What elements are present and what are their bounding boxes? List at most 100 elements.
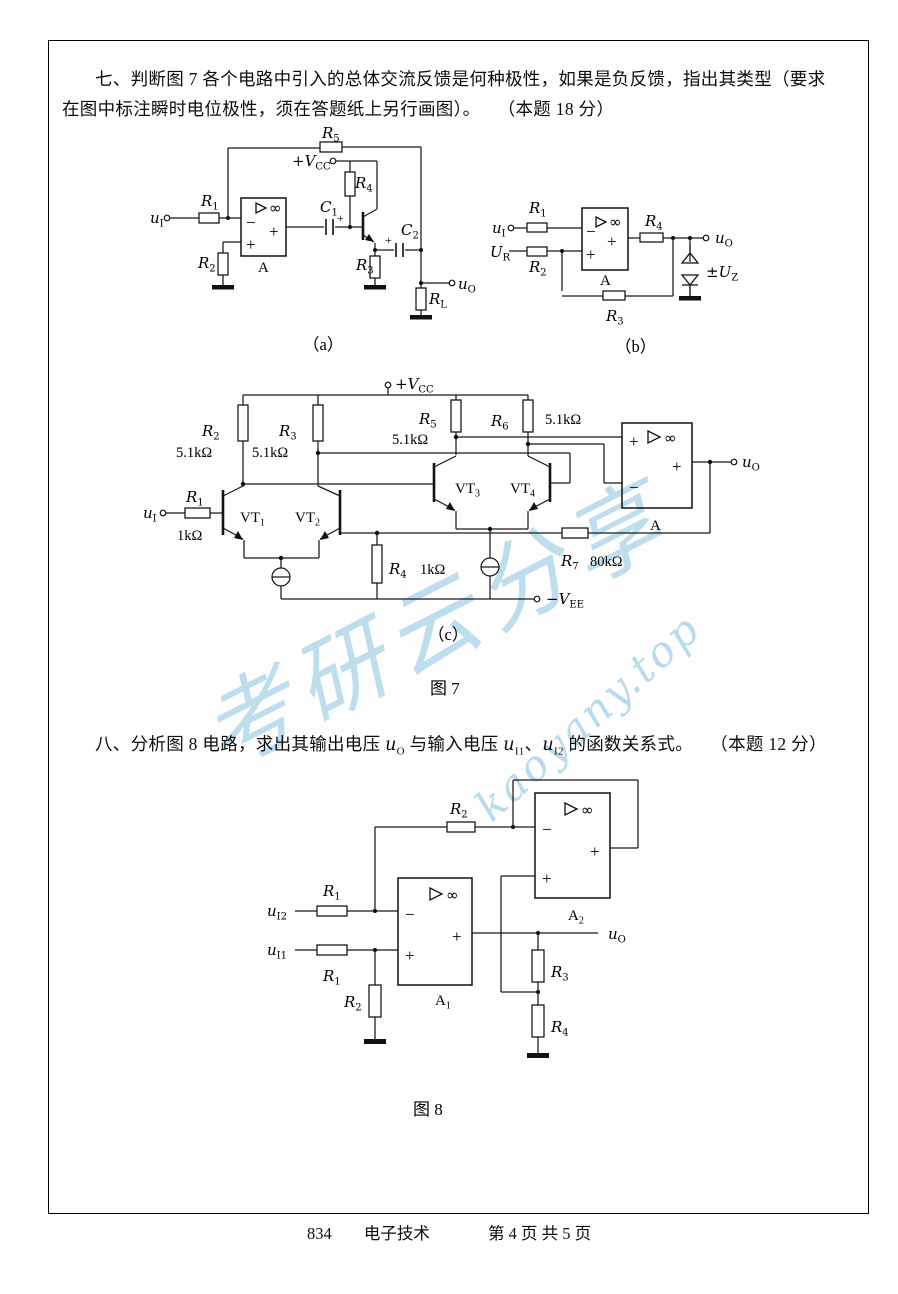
label-r4: R4: [388, 560, 407, 581]
label-r2: R2: [201, 422, 220, 443]
label-vcc: +VCC: [292, 152, 331, 173]
resistor-r7: [561, 527, 589, 539]
resistor-r4: [371, 544, 383, 584]
input-terminal: [163, 214, 171, 222]
opamp-a1-box: [397, 877, 473, 986]
figure8-caption: 图 8: [413, 1100, 443, 1119]
opamp-output-plus: +: [672, 457, 682, 476]
opamp-triangle-icon: [595, 215, 608, 229]
question7-line2: 在图中标注瞬时电位极性，须在答题纸上另行画图）。 （本题 18 分）: [62, 96, 614, 121]
page-footer: 834 电子技术 第 4 页 共 5 页: [0, 1220, 898, 1244]
opamp-minus-input: −: [629, 478, 639, 497]
label-ui2: uI2: [267, 902, 287, 923]
resistor-r5: [319, 141, 343, 153]
npn-arrow-icon: [365, 234, 374, 242]
value-r3: 5.1kΩ: [252, 445, 288, 461]
label-r6: R6: [490, 412, 509, 433]
opamp-triangle-icon: [255, 201, 268, 215]
value-r2: 5.1kΩ: [176, 445, 212, 461]
resistor-r5: [450, 399, 462, 433]
figure8-circuit: ∞ − + + ∞ − + + uI2 uI1 R1 R1 R2 R2 R3 R…: [267, 779, 639, 1119]
page-border: [48, 40, 869, 1214]
label-c2: C2: [401, 221, 419, 242]
label-vt1: VT1: [240, 510, 265, 529]
opamp-triangle-icon: [647, 429, 662, 445]
npn-arrow-icon: [529, 502, 538, 511]
label-r7: R7: [560, 552, 579, 573]
npn-arrow-icon: [234, 531, 243, 540]
a1-minus-input: −: [405, 905, 415, 924]
a2-plus-input: +: [542, 869, 552, 888]
footer-subject: 电子技术: [363, 1224, 430, 1243]
subcaption-b: （b）: [615, 337, 656, 356]
vcc-terminal: [329, 157, 337, 165]
opamp-plus-input: +: [629, 432, 639, 451]
current-source-icon: [271, 567, 291, 587]
resistor-r3: [602, 290, 626, 301]
output-terminal: [448, 279, 456, 287]
label-r2: R2: [528, 258, 547, 279]
zener-diode-icon: [680, 245, 700, 296]
figure7-caption: 图 7: [430, 679, 460, 698]
label-ui: uI: [150, 209, 164, 230]
opamp-triangle-icon: [429, 886, 444, 902]
label-ur: UR: [490, 243, 511, 264]
label-uo: uO: [742, 453, 760, 474]
opamp-a-box: [240, 197, 287, 257]
resistor-r4: [344, 171, 356, 197]
ground-icon: [212, 285, 234, 290]
resistor-r4: [639, 232, 664, 243]
label-r3: R3: [550, 963, 569, 984]
label-uo: uO: [458, 275, 476, 296]
a1-plus-input: +: [405, 946, 415, 965]
ground-icon: [410, 315, 432, 320]
label-uo: uO: [715, 229, 733, 250]
c2-polarity: +: [385, 233, 392, 247]
label-r2-ground: R2: [343, 993, 362, 1014]
subcaption-c: （c）: [428, 625, 468, 644]
figure7c-circuit: + ∞ − + +VCC −VEE uI R1 1kΩ R2 5.1kΩ R3 …: [143, 375, 760, 644]
resistor-r6: [522, 399, 534, 433]
value-r7: 80kΩ: [590, 554, 623, 570]
label-r1-lower: R1: [322, 967, 341, 988]
label-r4: R4: [644, 212, 663, 233]
resistor-r2: [526, 246, 548, 257]
resistor-r2: [217, 252, 229, 276]
label-a2: A2: [568, 908, 584, 927]
transistor-base-bars: [221, 463, 552, 535]
label-r1: R1: [528, 199, 547, 220]
label-r2: R2: [197, 254, 216, 275]
label-r5: R5: [418, 410, 437, 431]
resistor-r1-lower: [316, 944, 348, 956]
footer-page-number: 第 4 页 共 5 页: [487, 1224, 592, 1243]
wires: [166, 388, 731, 600]
label-uz: ±UZ: [706, 263, 738, 284]
resistor-r4: [531, 1004, 545, 1038]
label-vt4: VT4: [510, 481, 535, 500]
resistor-r2: [237, 404, 249, 442]
npn-arrow-icon: [320, 531, 329, 540]
opamp-infinity: ∞: [609, 213, 622, 231]
question7-score: （本题 18 分）: [506, 99, 615, 119]
label-r3: R3: [278, 422, 297, 443]
resistor-r3: [369, 255, 381, 279]
resistor-r2-feedback: [446, 821, 476, 833]
ground-icon: [364, 285, 386, 290]
resistor-r3: [312, 404, 324, 442]
output-terminal: [702, 234, 710, 242]
label-vcc: +VCC: [395, 375, 434, 396]
resistor-r1: [198, 212, 220, 224]
npn-arrow-icon: [446, 502, 455, 511]
ground-icon: [364, 1039, 386, 1044]
question7-line1: 七、判断图 7 各个电路中引入的总体交流反馈是何种极性，如果是负反馈，指出其类型…: [95, 69, 826, 89]
a2-output-plus: +: [590, 842, 600, 861]
opamp-output-plus: +: [269, 222, 279, 241]
label-ui: uI: [143, 504, 157, 525]
opamp-infinity: ∞: [269, 199, 282, 217]
vee-terminal: [533, 595, 541, 603]
question7-line2-text: 在图中标注瞬时电位极性，须在答题纸上另行画图）。: [62, 99, 481, 119]
figure7a-circuit: ∞ − + + uI R1 R5 R2 R4 R3 RL C1 C2 + + +…: [150, 124, 476, 354]
subcaption-a: （a）: [303, 335, 343, 354]
label-r4: R4: [550, 1018, 569, 1039]
opamp-plus-input: +: [246, 235, 256, 254]
